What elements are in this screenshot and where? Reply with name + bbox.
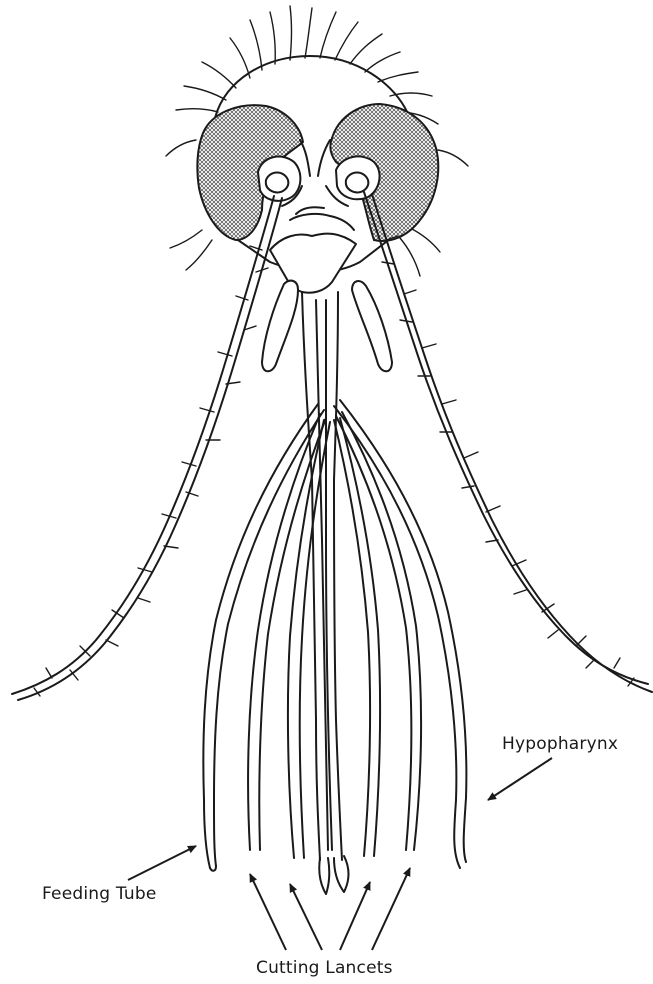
lancet-arrow-2 bbox=[290, 884, 322, 950]
right-antenna bbox=[364, 192, 652, 692]
leader-arrows bbox=[128, 758, 552, 950]
antennal-sockets bbox=[258, 156, 380, 200]
right-palp bbox=[352, 281, 392, 371]
lancet-arrow-1 bbox=[250, 874, 286, 950]
left-palp bbox=[262, 281, 298, 372]
hypopharynx-label: Hypopharynx bbox=[502, 734, 618, 754]
feeding-tube-arrow bbox=[128, 846, 196, 880]
hypopharynx-arrow bbox=[488, 758, 552, 800]
lancet-arrow-4 bbox=[372, 868, 410, 950]
labium bbox=[302, 292, 349, 894]
clypeus bbox=[270, 234, 356, 293]
left-antenna bbox=[12, 196, 282, 700]
hypopharynx-stylet bbox=[334, 406, 460, 868]
cutting-lancets-label: Cutting Lancets bbox=[256, 958, 393, 978]
feeding-tube-label: Feeding Tube bbox=[42, 884, 156, 904]
